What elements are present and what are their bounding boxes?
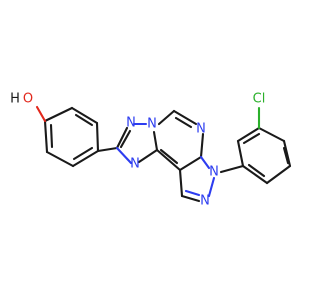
bond (207, 176, 216, 198)
bond (71, 149, 100, 168)
bond (242, 132, 261, 145)
bond (199, 132, 205, 159)
bond (43, 106, 74, 123)
bond (172, 109, 198, 126)
triazole-ring (115, 122, 159, 165)
n-triazole-top-label: N (126, 116, 136, 131)
bond (178, 168, 184, 198)
bond (119, 129, 132, 149)
bond (265, 164, 292, 185)
bond (72, 146, 94, 161)
hydroxyl-o-label: O (23, 92, 33, 107)
bond (155, 148, 182, 172)
structure-canvas: H O Cl N N N N N N (10, 92, 292, 209)
n-pyrazole-aryl-label: N (209, 165, 219, 180)
pyrazole-ring (178, 155, 216, 203)
bond (115, 146, 133, 165)
bond (241, 164, 269, 185)
bond (247, 163, 266, 178)
chlorine-label: Cl (253, 92, 266, 107)
bond (115, 126, 129, 150)
bond (35, 105, 47, 123)
bond (159, 148, 179, 165)
bond (137, 148, 159, 164)
bond (257, 126, 286, 143)
bond (157, 109, 176, 126)
bond (96, 146, 119, 153)
n-bridge-label: N (147, 117, 157, 132)
bond (219, 164, 245, 174)
bond (236, 139, 245, 168)
bond (43, 119, 49, 154)
chlorophenyl-ring (236, 126, 292, 185)
n-triazole-bottom-label: N (130, 157, 140, 172)
bond (178, 155, 203, 172)
bond (70, 106, 99, 125)
bond (282, 146, 290, 165)
pyrimidine-ring (155, 109, 205, 172)
hydroxyl-h-label: H (10, 92, 20, 107)
n-pyrimidine-label: N (196, 122, 206, 137)
bond (199, 155, 211, 170)
bond (184, 189, 201, 197)
bond (236, 126, 261, 143)
phenol-ring (43, 106, 100, 168)
bond (180, 194, 201, 203)
bond (49, 123, 54, 149)
bond (74, 113, 94, 127)
bond (152, 130, 159, 152)
bond (282, 139, 292, 168)
bond (45, 150, 75, 168)
n-pyrazole-label: N (200, 194, 210, 209)
bond (95, 121, 100, 153)
molecule-structure: H O Cl N N N N N N (10, 92, 292, 209)
bond (174, 116, 193, 129)
